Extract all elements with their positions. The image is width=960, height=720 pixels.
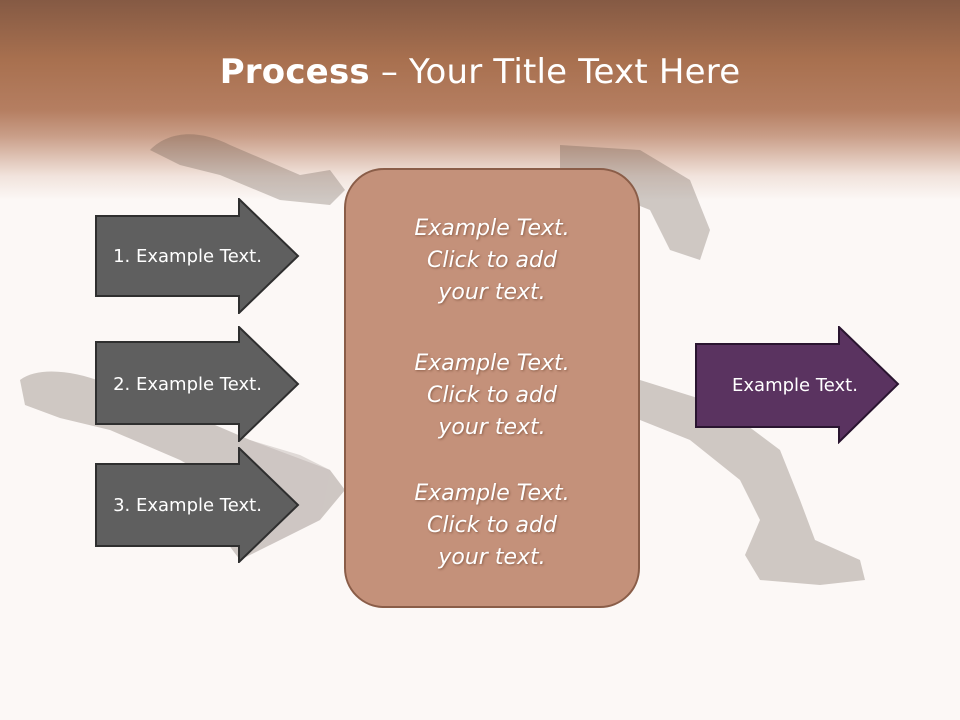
left-arrow-2[interactable]: 2. Example Text. [95, 326, 300, 442]
center-block-2-line-2: Click to add [427, 383, 557, 408]
arrow-shape-icon [95, 447, 300, 563]
center-block-1-line-1: Example Text. [414, 216, 570, 241]
right-arrow[interactable]: Example Text. [695, 326, 900, 444]
left-arrow-1[interactable]: 1. Example Text. [95, 198, 300, 314]
slide-title-bold: Process [219, 52, 370, 92]
center-text-block-2[interactable]: Example Text. Click to add your text. [344, 348, 640, 444]
right-arrow-label: Example Text. [732, 374, 858, 396]
center-block-1-line-3: your text. [438, 280, 546, 305]
slide-title-rest: – Your Title Text Here [369, 52, 741, 92]
center-block-1-line-2: Click to add [427, 248, 557, 273]
arrow-shape-icon [695, 326, 900, 444]
center-text-box[interactable] [344, 168, 640, 608]
title-banner [0, 0, 960, 200]
slide-title: Process – Your Title Text Here [0, 52, 960, 92]
center-block-3-line-2: Click to add [427, 513, 557, 538]
center-block-3-line-1: Example Text. [414, 481, 570, 506]
center-block-3-line-3: your text. [438, 545, 546, 570]
center-text-block-1[interactable]: Example Text. Click to add your text. [344, 213, 640, 309]
left-arrow-2-label: 2. Example Text. [113, 373, 262, 395]
center-block-2-line-3: your text. [438, 415, 546, 440]
left-arrow-3[interactable]: 3. Example Text. [95, 447, 300, 563]
arrow-shape-icon [95, 326, 300, 442]
left-arrow-3-label: 3. Example Text. [113, 494, 262, 516]
left-arrow-1-label: 1. Example Text. [113, 245, 262, 267]
center-block-2-line-1: Example Text. [414, 351, 570, 376]
arrow-shape-icon [95, 198, 300, 314]
center-text-block-3[interactable]: Example Text. Click to add your text. [344, 478, 640, 574]
